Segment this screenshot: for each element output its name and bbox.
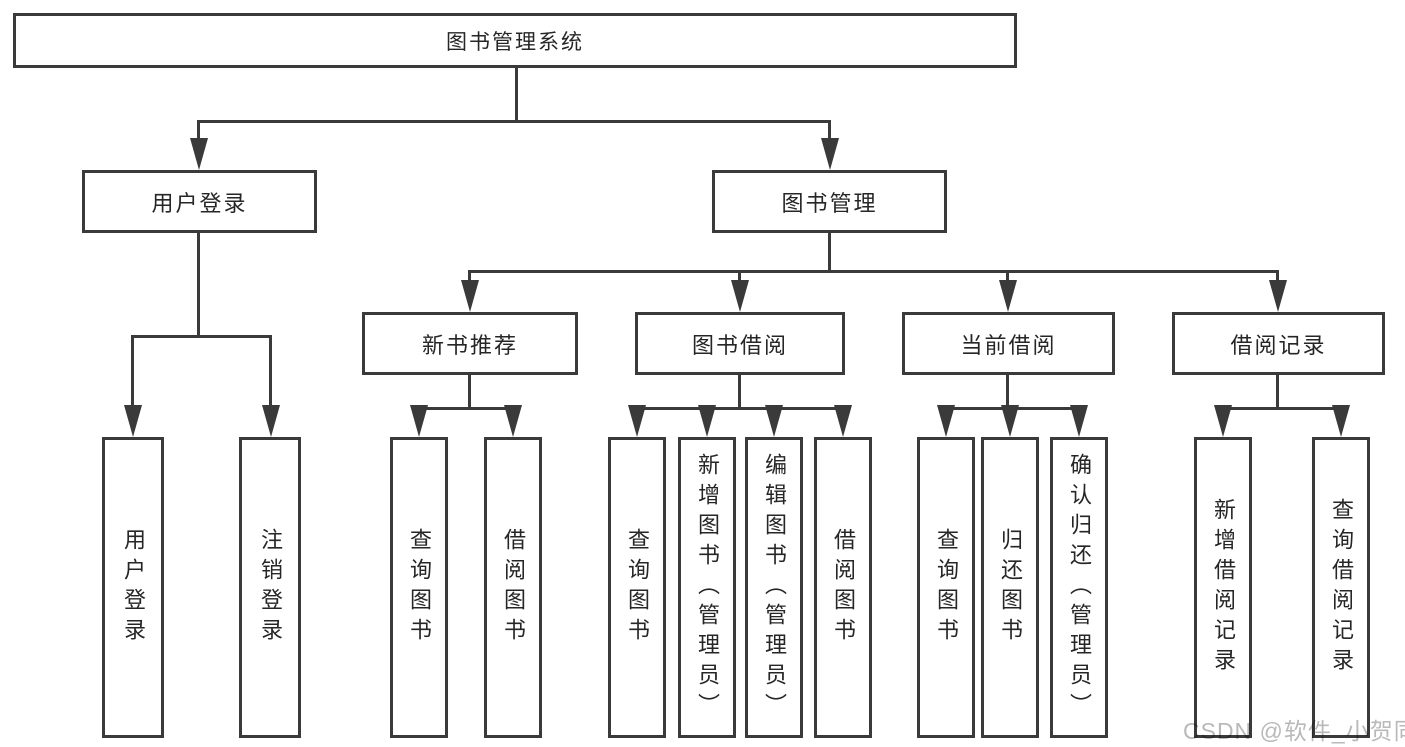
arrow-down-icon (834, 405, 852, 437)
connector-line (1276, 375, 1279, 407)
arrow-down-icon (1332, 405, 1350, 437)
arrow-down-icon (999, 280, 1017, 312)
connector-line (828, 120, 831, 140)
connector-line (269, 335, 272, 407)
node-book-management: 图书管理 (712, 170, 947, 233)
arrow-down-icon (628, 405, 646, 437)
arrow-down-icon (1001, 405, 1019, 437)
node-book-borrowing: 图书借阅 (635, 312, 845, 375)
leaf-query-books: 查询图书 (917, 437, 975, 738)
leaf-edit-books-admin: 编辑图书（管理员） (745, 437, 803, 738)
arrow-down-icon (461, 280, 479, 312)
leaf-label: 查询图书 (625, 527, 650, 648)
connector-line (197, 233, 200, 335)
leaf-logout: 注销登录 (239, 437, 301, 738)
leaf-user-login: 用户登录 (102, 437, 164, 738)
connector-line (828, 233, 831, 272)
leaf-query-books: 查询图书 (390, 437, 448, 738)
leaf-label: 查询图书 (407, 527, 432, 648)
node-borrowing-records: 借阅记录 (1172, 312, 1385, 375)
leaf-add-books-admin: 新增图书（管理员） (678, 437, 736, 738)
arrow-down-icon (1070, 405, 1088, 437)
leaf-label: 归还图书 (998, 527, 1023, 648)
leaf-return-books: 归还图书 (981, 437, 1039, 738)
arrow-down-icon (262, 405, 280, 437)
node-user-login: 用户登录 (82, 170, 317, 233)
leaf-label: 注销登录 (258, 527, 283, 648)
leaf-label: 查询图书 (934, 527, 959, 648)
leaf-borrow-books: 借阅图书 (814, 437, 872, 738)
arrow-down-icon (821, 138, 839, 170)
node-library-management-system: 图书管理系统 (13, 13, 1017, 68)
leaf-label: 查询借阅记录 (1329, 497, 1354, 678)
connector-line (1006, 375, 1009, 407)
connector-line (1221, 407, 1343, 410)
arrow-down-icon (937, 405, 955, 437)
connector-line (468, 270, 1279, 273)
leaf-confirm-return-admin: 确认归还（管理员） (1050, 437, 1108, 738)
leaf-label: 借阅图书 (501, 527, 526, 648)
leaf-query-borrow-record: 查询借阅记录 (1312, 437, 1370, 738)
leaf-label: 借阅图书 (831, 527, 856, 648)
connector-line (468, 270, 471, 282)
connector-line (197, 120, 200, 140)
leaf-label: 确认归还（管理员） (1067, 452, 1092, 723)
leaf-add-borrow-record: 新增借阅记录 (1194, 437, 1252, 738)
leaf-query-books: 查询图书 (608, 437, 666, 738)
arrow-down-icon (1269, 280, 1287, 312)
leaf-label: 编辑图书（管理员） (762, 452, 787, 723)
arrow-down-icon (765, 405, 783, 437)
node-current-borrowing: 当前借阅 (902, 312, 1115, 375)
connector-line (417, 407, 515, 410)
connector-line (635, 407, 845, 410)
arrow-down-icon (698, 405, 716, 437)
leaf-label: 新增图书（管理员） (695, 452, 720, 723)
connector-line (131, 335, 134, 407)
csdn-watermark: CSDN @软件_小贺同学 (1183, 718, 1405, 744)
connector-line (197, 120, 831, 123)
connector-line (468, 375, 471, 407)
arrow-down-icon (1214, 405, 1232, 437)
connector-line (738, 270, 741, 282)
arrow-down-icon (504, 405, 522, 437)
connector-line (1276, 270, 1279, 282)
arrow-down-icon (731, 280, 749, 312)
arrow-down-icon (124, 405, 142, 437)
connector-line (131, 335, 272, 338)
leaf-label: 用户登录 (121, 527, 146, 648)
leaf-borrow-books: 借阅图书 (484, 437, 542, 738)
arrow-down-icon (410, 405, 428, 437)
connector-line (738, 375, 741, 407)
arrow-down-icon (190, 138, 208, 170)
node-new-book-recommendation: 新书推荐 (362, 312, 578, 375)
leaf-label: 新增借阅记录 (1211, 497, 1236, 678)
connector-line (1006, 270, 1009, 282)
connector-line (515, 68, 518, 120)
